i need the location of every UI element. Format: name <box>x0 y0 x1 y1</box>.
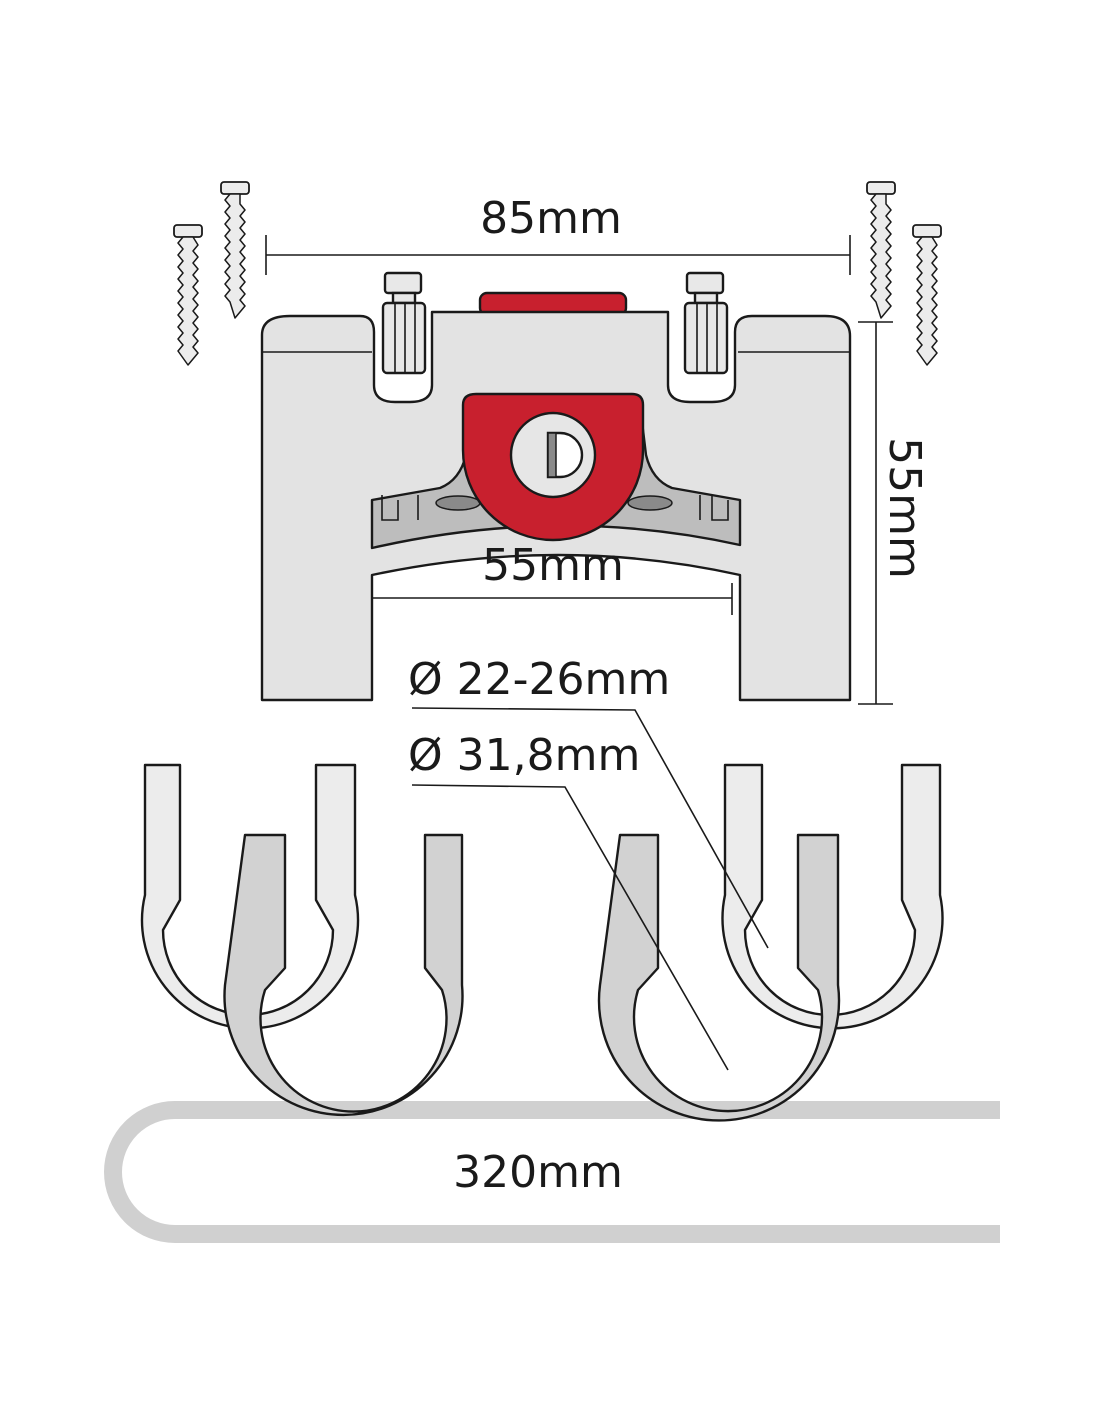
adapter-bracket <box>260 291 852 702</box>
dim-height-right <box>858 321 893 705</box>
u-clamp-back-right <box>721 763 944 1030</box>
label-diameter-large: Ø 31,8mm <box>408 730 640 781</box>
leader-diameter-small <box>411 707 769 949</box>
screw-right-back <box>866 181 896 319</box>
screws <box>173 181 942 366</box>
u-clamp-front-left <box>223 833 464 1117</box>
u-clamp-back-left <box>140 763 360 1030</box>
label-diameter-small: Ø 22-26mm <box>408 654 670 705</box>
label-inner-width: 55mm <box>482 540 624 591</box>
label-width-top: 85mm <box>480 193 622 244</box>
bracket-bolt-right <box>683 271 729 375</box>
label-cable-length: 320mm <box>453 1147 623 1198</box>
label-height-right: 55mm <box>879 437 930 579</box>
screw-left-front <box>173 224 203 366</box>
screw-left-back <box>220 181 250 319</box>
dim-width-top <box>265 235 851 275</box>
cable-loop <box>104 1101 1000 1243</box>
leader-diameter-large <box>411 784 729 1071</box>
bracket-bolt-left <box>381 271 427 375</box>
u-clamp-front-right <box>597 833 841 1122</box>
screw-right-front <box>912 224 942 366</box>
dim-inner-width <box>371 583 733 615</box>
